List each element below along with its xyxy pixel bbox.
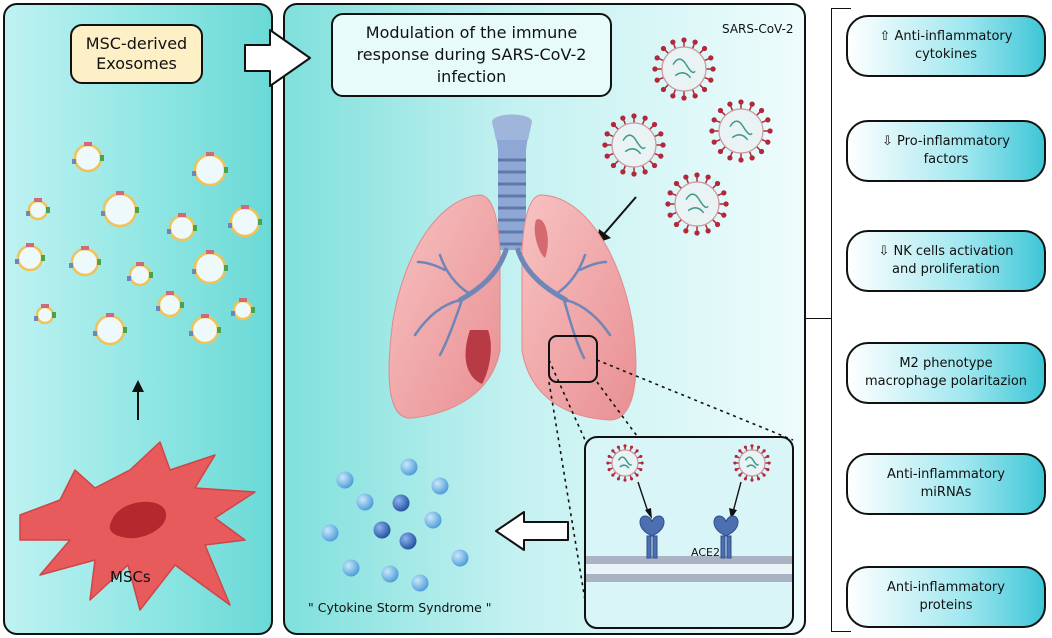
title-box: Modulation of the immune response during… — [331, 13, 612, 97]
exosome-icon — [231, 298, 255, 321]
virus-arrow-icon — [597, 196, 637, 243]
cytokine-icon — [424, 511, 442, 529]
cytokine-icon — [342, 559, 360, 577]
cytokine-icon — [373, 521, 391, 539]
cytokine-icon — [321, 524, 339, 542]
exosome-icon — [192, 250, 228, 285]
cytokine-icon — [431, 477, 449, 495]
virus-icon — [665, 172, 729, 236]
cytokine-cluster — [321, 458, 469, 592]
exosome-icon — [192, 152, 228, 187]
ace2-label: ACE2 — [691, 546, 720, 559]
exosome-icon — [167, 213, 197, 242]
effect-mirnas: Anti-inflammatory miRNAs — [846, 453, 1046, 515]
lungs-icon — [388, 114, 794, 601]
msc-label: MSCs — [110, 568, 151, 586]
exosome-icon — [15, 243, 45, 272]
exosome-icon — [34, 304, 56, 325]
exosome-icon — [127, 262, 153, 287]
virus-group — [602, 37, 773, 236]
exosome-icon — [93, 313, 127, 346]
cytokine-icon — [399, 532, 417, 550]
cytokine-icon — [336, 471, 354, 489]
left-arrow-icon — [495, 511, 569, 551]
ace2-inset — [584, 436, 794, 629]
virus-label: SARS-CoV-2 — [722, 22, 794, 36]
exosome-icon — [156, 291, 184, 318]
cytokine-icon — [411, 574, 429, 592]
effect-nk-cells: ⇩ NK cells activation and proliferation — [846, 230, 1046, 292]
cytokine-icon — [451, 549, 469, 567]
exosome-icon — [26, 198, 50, 221]
virus-icon — [709, 99, 773, 163]
inset-virus-left — [606, 444, 644, 482]
exosome-icon — [72, 142, 104, 173]
inset-virus-right — [733, 444, 771, 482]
virus-icon — [602, 113, 666, 177]
bracket-top — [831, 8, 851, 9]
effect-pro-inflammatory-factors: ⇩ Pro-inflammatory factors — [846, 120, 1046, 182]
cytokine-storm-label: " Cytokine Storm Syndrome " — [308, 600, 492, 615]
exosome-icon — [189, 314, 221, 345]
msc-cell-icon — [19, 441, 256, 611]
effect-proteins: Anti-inflammatory proteins — [846, 566, 1046, 628]
cytokine-icon — [392, 494, 410, 512]
up-arrow-icon — [132, 380, 144, 420]
exosomes-label: MSC-derived Exosomes — [85, 34, 188, 73]
virus-icon — [652, 37, 716, 101]
exosome-cluster — [15, 142, 262, 346]
cytokine-icon — [381, 565, 399, 583]
virus-icon — [733, 444, 771, 482]
effects-bracket — [831, 8, 832, 632]
exosome-icon — [69, 246, 101, 277]
exosome-icon — [228, 205, 262, 238]
bracket-bottom — [831, 631, 851, 632]
bracket-connector — [806, 318, 832, 319]
exosome-icon — [101, 191, 139, 228]
effect-anti-inflammatory-cytokines: ⇧ Anti-inflammatory cytokines — [846, 15, 1046, 77]
cytokine-icon — [356, 493, 374, 511]
effect-m2-polarization: M2 phenotype macrophage polaritazion — [846, 342, 1046, 404]
virus-icon — [606, 444, 644, 482]
exosomes-label-box: MSC-derived Exosomes — [70, 24, 203, 84]
right-arrow-icon — [244, 29, 311, 87]
diagram-title: Modulation of the immune response during… — [356, 23, 587, 86]
cytokine-icon — [400, 458, 418, 476]
